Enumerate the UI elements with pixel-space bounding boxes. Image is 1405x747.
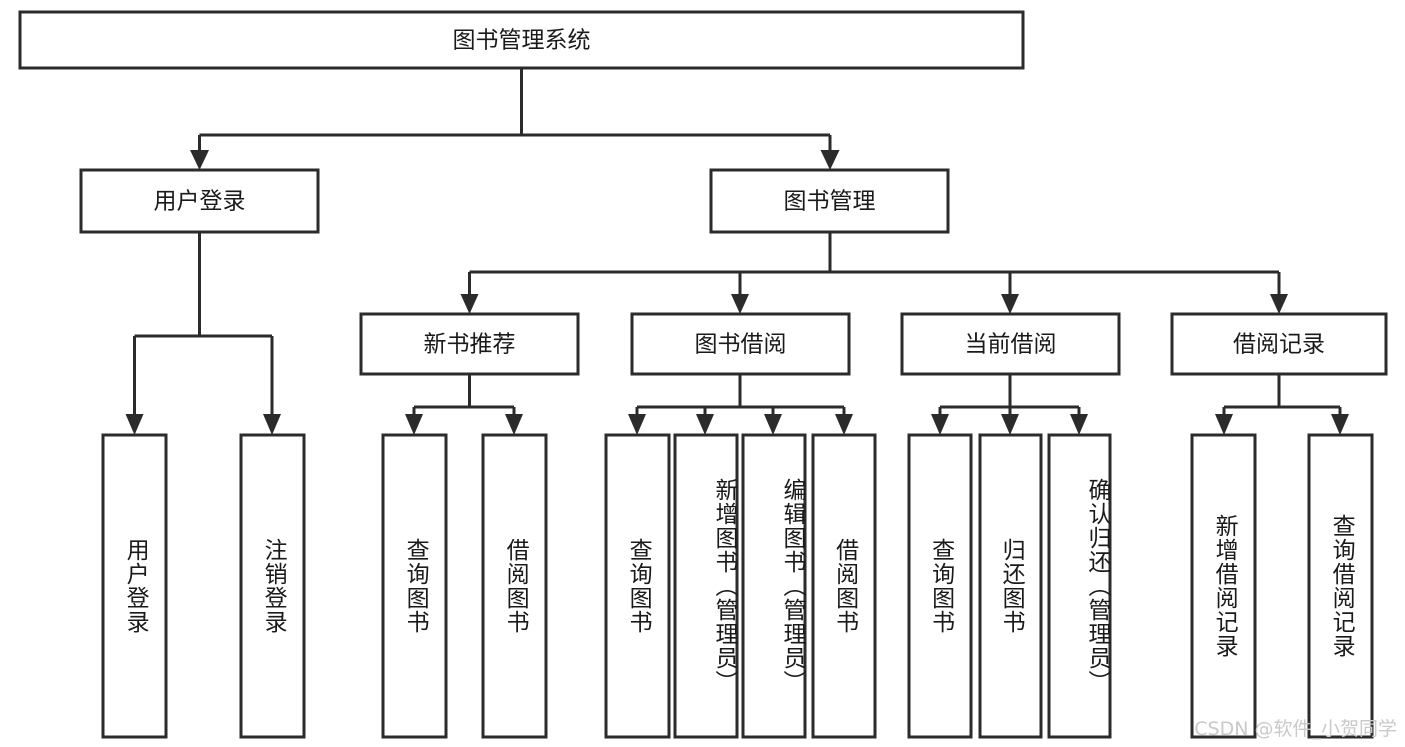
node-leaf8-box[interactable]	[811, 433, 877, 739]
arrow-to-leaf11	[1070, 414, 1088, 435]
node-bookmgmt[interactable]: 图书管理	[709, 168, 950, 234]
node-records[interactable]: 借阅记录	[1170, 312, 1388, 376]
node-records-box[interactable]	[1170, 312, 1388, 376]
node-root[interactable]: 图书管理系统	[18, 10, 1025, 70]
node-leaf2-box[interactable]	[239, 433, 306, 739]
node-borrow-box[interactable]	[630, 312, 851, 376]
node-leaf6-box[interactable]	[673, 433, 739, 739]
arrow-to-leaf12	[1215, 414, 1233, 435]
arrow-to-leaf9	[931, 414, 949, 435]
node-newbook-label: 新书推荐	[424, 332, 516, 358]
arrow-to-leaf5	[628, 414, 646, 435]
node-borrow[interactable]: 图书借阅	[630, 312, 851, 376]
node-newbook-box[interactable]	[359, 312, 580, 376]
arrow-to-leaf13	[1331, 414, 1349, 435]
node-leaf11-box[interactable]	[1047, 433, 1112, 739]
node-leaf1-box[interactable]	[101, 433, 168, 739]
edge-layer	[125, 68, 1349, 435]
arrow-to-leaf2	[263, 414, 281, 435]
node-leaf10-box[interactable]	[978, 433, 1043, 739]
arrow-to-borrow	[731, 294, 749, 314]
arrow-to-leaf4	[505, 414, 523, 435]
arrow-to-leaf10	[1001, 414, 1019, 435]
node-records-label: 借阅记录	[1233, 332, 1325, 358]
arrow-to-leaf7	[764, 414, 782, 435]
node-bookmgmt-box[interactable]	[709, 168, 950, 234]
node-borrow-label: 图书借阅	[695, 332, 787, 358]
node-root-label: 图书管理系统	[453, 28, 591, 54]
node-current-box[interactable]	[900, 312, 1121, 376]
node-leaf3-box[interactable]	[381, 433, 448, 739]
node-newbook[interactable]: 新书推荐	[359, 312, 580, 376]
arrow-to-leaf6	[696, 414, 714, 435]
node-login-label: 用户登录	[154, 189, 246, 215]
node-root-box[interactable]	[18, 10, 1025, 70]
node-leaf4-box[interactable]	[481, 433, 548, 739]
node-leaf7-box[interactable]	[741, 433, 807, 739]
node-leaf13-box[interactable]	[1307, 433, 1374, 739]
arrow-to-records	[1270, 294, 1288, 314]
arrow-to-login	[190, 150, 209, 170]
arrow-to-leaf8	[835, 414, 853, 435]
arrow-to-leaf1	[125, 414, 144, 435]
arrow-to-bookmgmt	[820, 150, 840, 170]
node-current[interactable]: 当前借阅	[900, 312, 1121, 376]
csdn-watermark: CSDN @软件_小贺同学	[1194, 718, 1397, 740]
node-login-box[interactable]	[79, 168, 320, 234]
node-leaf5-box[interactable]	[604, 433, 671, 739]
arrow-to-leaf3	[405, 414, 423, 435]
node-current-label: 当前借阅	[965, 332, 1057, 358]
arrow-to-newbook	[460, 294, 479, 314]
node-login[interactable]: 用户登录	[79, 168, 320, 234]
node-leaf9-box[interactable]	[907, 433, 973, 739]
node-layer: 图书管理系统 用户登录 图书管理 新书推荐 图书借阅	[18, 10, 1388, 739]
node-leaf12-box[interactable]	[1190, 433, 1257, 739]
node-bookmgmt-label: 图书管理	[784, 189, 876, 215]
arrow-to-current	[1001, 294, 1019, 314]
